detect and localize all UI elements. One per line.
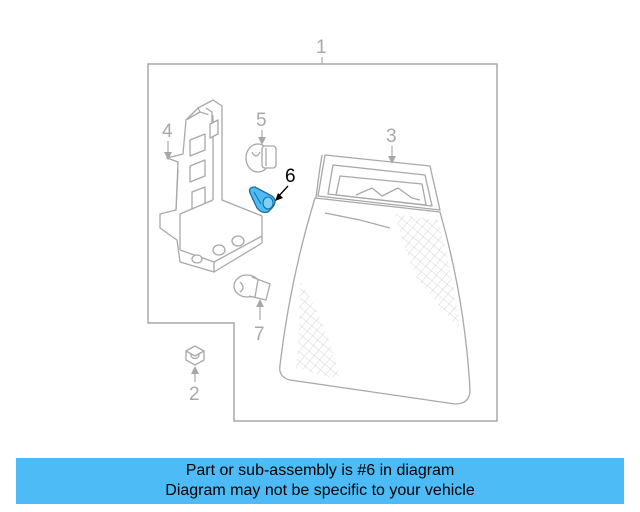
- callout-1-label: 1: [316, 37, 327, 58]
- part-4-bracket: [159, 99, 263, 273]
- callout-3-label: 3: [386, 126, 397, 147]
- part-6-socket: [248, 186, 276, 214]
- info-banner: Part or sub-assembly is #6 in diagram Di…: [16, 458, 624, 504]
- callout-4-label: 4: [162, 121, 173, 142]
- callout-5-label: 5: [256, 110, 267, 131]
- part-3-lamp-lens: [279, 154, 471, 405]
- part-2-nut: [185, 345, 205, 366]
- part-5-bulb: [245, 143, 277, 173]
- caption-line-1: Part or sub-assembly is #6 in diagram: [185, 462, 455, 479]
- callout-6-label: 6: [285, 166, 296, 187]
- caption-line-2: Diagram may not be specific to your vehi…: [165, 482, 475, 499]
- callout-7-label: 7: [254, 324, 265, 345]
- part-7-bulb: [233, 274, 271, 301]
- callout-2-label: 2: [189, 384, 200, 405]
- assembly-outline: [147, 63, 498, 422]
